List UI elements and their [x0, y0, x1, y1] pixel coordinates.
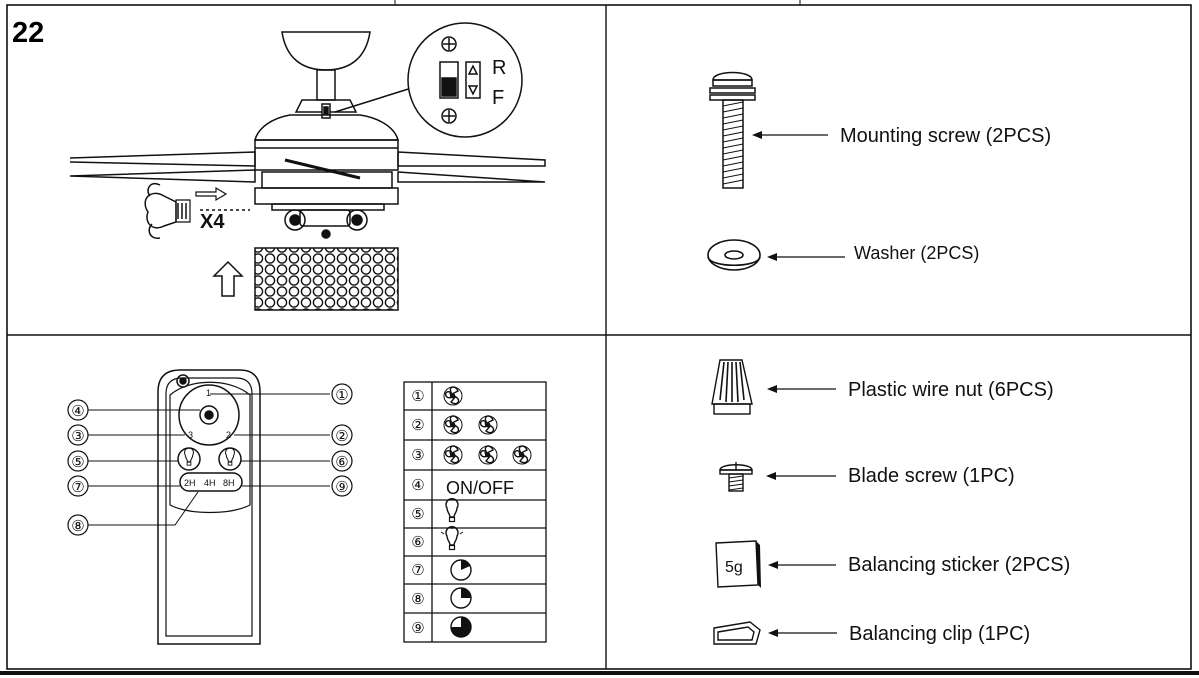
- blade-screw-label: Blade screw (1PC): [848, 465, 1015, 487]
- legend-row-num: ⑥: [411, 534, 424, 551]
- pointer-arrow: [767, 253, 845, 261]
- legend-row-num: ②: [411, 417, 424, 434]
- light-bulb-icon: [445, 497, 459, 523]
- timer-4h-button: 4H: [204, 478, 216, 488]
- callout-3: ③: [71, 428, 84, 445]
- pointer-arrow: [767, 385, 836, 393]
- screw-quantity-label: X4: [200, 211, 225, 233]
- legend-row-num: ①: [411, 388, 424, 405]
- function-legend-table: [403, 381, 547, 643]
- legend-row-num: ⑧: [411, 591, 424, 608]
- sticker-weight-mark: 5g: [725, 559, 743, 576]
- balancing-clip-label: Balancing clip (1PC): [849, 623, 1030, 645]
- dial-mark-2: 2: [226, 430, 231, 440]
- fan-speed-2-icon: [443, 415, 498, 435]
- remote-light-button: [183, 447, 195, 466]
- timer-8h-button: 8H: [223, 478, 235, 488]
- light-dim-icon: [440, 525, 464, 551]
- timer-8h-icon: [450, 616, 472, 638]
- timer-2h-button: 2H: [184, 478, 196, 488]
- balancing-clip-icon: [713, 621, 761, 645]
- callout-4: ④: [71, 403, 84, 420]
- legend-row-num: ③: [411, 447, 424, 464]
- remote-dim-button: [224, 447, 236, 466]
- fan-speed-1-icon: [443, 386, 463, 406]
- washer-icon: [707, 239, 761, 271]
- pointer-arrow: [766, 472, 836, 480]
- mounting-screw-label: Mounting screw (2PCS): [840, 125, 1051, 147]
- washer-label: Washer (2PCS): [854, 243, 979, 263]
- remote-control-illustration: [157, 369, 261, 645]
- callout-7: ⑦: [71, 479, 84, 496]
- remote-callouts: [67, 383, 353, 536]
- callout-8: ⑧: [71, 518, 84, 535]
- pointer-arrow: [768, 561, 836, 569]
- mounting-screw-icon: [709, 71, 756, 189]
- callout-5: ⑤: [71, 454, 84, 471]
- dial-mark-1: 1: [206, 388, 211, 398]
- balancing-sticker-label: Balancing sticker (2PCS): [848, 554, 1070, 576]
- callout-1: ①: [335, 387, 348, 404]
- remote-callout-lines: [88, 393, 330, 526]
- legend-row-num: ⑦: [411, 562, 424, 579]
- on-off-label: ON/OFF: [446, 478, 514, 498]
- switch-forward-label: F: [492, 87, 504, 109]
- callout-6: ⑥: [335, 454, 348, 471]
- fan-assembly-illustration: [69, 22, 546, 311]
- pointer-arrow: [768, 629, 837, 637]
- balancing-sticker-icon: 5g: [715, 540, 761, 588]
- legend-row-num: ⑤: [411, 506, 424, 523]
- legend-row-num: ⑨: [411, 620, 424, 637]
- timer-2h-icon: [450, 559, 472, 581]
- callout-2: ②: [335, 428, 348, 445]
- blade-screw-icon: [719, 462, 753, 492]
- pointer-arrow: [752, 131, 828, 139]
- switch-reverse-label: R: [492, 57, 506, 79]
- timer-4h-icon: [450, 587, 472, 609]
- callout-9: ⑨: [335, 479, 348, 496]
- fan-speed-3-icon: [443, 445, 532, 465]
- dial-mark-3: 3: [188, 430, 193, 440]
- wire-nut-label: Plastic wire nut (6PCS): [848, 379, 1054, 401]
- legend-row-num: ④: [411, 477, 424, 494]
- wire-nut-icon: [711, 359, 753, 415]
- step-number: 22: [12, 17, 44, 49]
